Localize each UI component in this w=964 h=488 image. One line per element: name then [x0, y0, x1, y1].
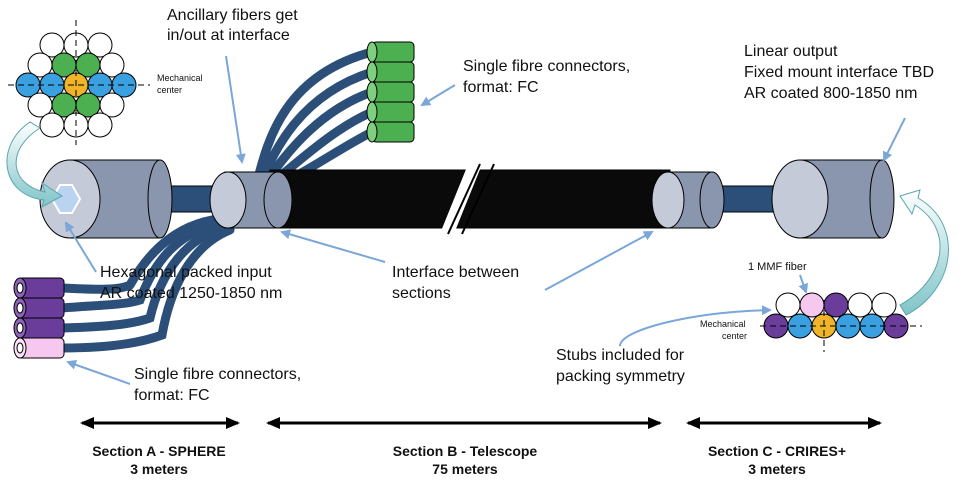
section-a-length: 3 meters: [130, 461, 188, 477]
section-a-name: Section A - SPHERE: [92, 443, 226, 459]
connectors-top-label-line1: Single fibre connectors,: [463, 58, 630, 75]
interface-label-line1: Interface between: [392, 264, 519, 281]
ancillary-fibers-top: [253, 47, 377, 191]
interface-label-line2: sections: [392, 285, 451, 302]
linear-output-label-line2: Fixed mount interface TBD: [744, 64, 934, 81]
fibers-bottom-left: [57, 213, 235, 353]
curved-arrow-right: [899, 189, 949, 316]
interface-housing-right: [651, 171, 725, 229]
section-c-name: Section C - CRIRES+: [708, 443, 846, 459]
ancillary-label-line2: in/out at interface: [167, 27, 290, 44]
linear-packing-diagram: [760, 292, 922, 352]
section-c-length: 3 meters: [748, 461, 806, 477]
mmf-label: 1 MMF fiber: [748, 261, 807, 273]
mech-center-left-line1: Mechanical: [157, 73, 203, 83]
stubs-label-line2: packing symmetry: [556, 368, 685, 385]
curved-arrow-left: [6, 121, 63, 209]
linear-output-endcap: [771, 159, 895, 239]
hex-input-label-line1: Hexagonal packed input: [100, 264, 272, 281]
hex-packing-diagram: [8, 20, 150, 145]
interface-housing-left: [209, 171, 293, 229]
connectors-bottom-label-line1: Single fibre connectors,: [134, 366, 301, 383]
fc-connectors-bottom: [13, 277, 65, 359]
pointer-arrows: [64, 55, 906, 385]
connectors-bottom-label-line2: format: FC: [134, 387, 210, 404]
mech-center-left-line2: center: [157, 85, 182, 95]
stubs-label-line1: Stubs included for: [556, 347, 685, 364]
linear-output-label-line1: Linear output: [744, 43, 838, 60]
connectors-top-label-line2: format: FC: [463, 79, 539, 96]
ancillary-label-line1: Ancillary fibers get: [167, 7, 298, 24]
fc-connectors-top: [366, 41, 415, 143]
hex-input-endcap: [39, 159, 173, 239]
mech-center-right-line2: center: [722, 331, 747, 341]
hex-input-label-line2: AR coated 1250-1850 nm: [100, 285, 282, 302]
mech-center-right-line1: Mechanical: [700, 319, 746, 329]
linear-output-label-line3: AR coated 800-1850 nm: [744, 85, 917, 102]
section-b-name: Section B - Telescope: [393, 443, 538, 459]
section-b-length: 75 meters: [432, 461, 498, 477]
